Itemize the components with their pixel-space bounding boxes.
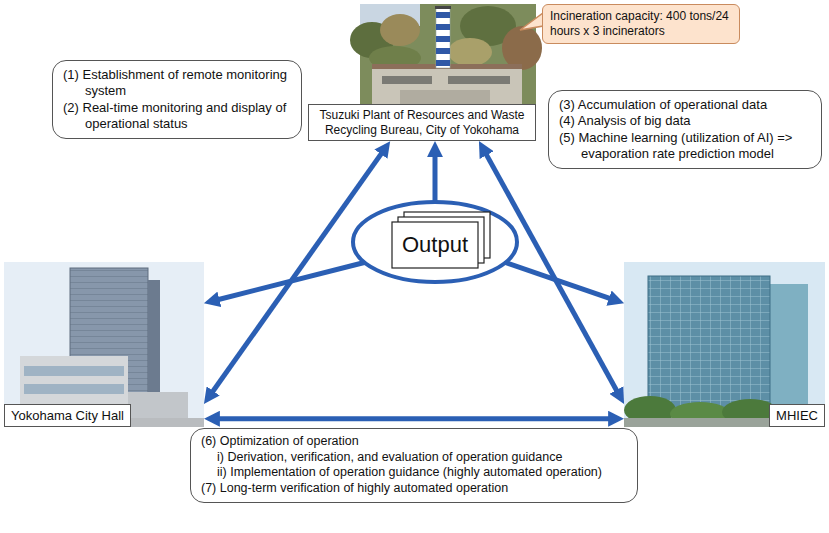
- node-text: i) Derivation, verification, and evaluat…: [217, 450, 627, 466]
- city-hall-photo: [24, 366, 124, 376]
- plant-photo: [436, 48, 450, 54]
- city-hall-photo: [4, 262, 204, 427]
- double-arrow: [483, 149, 619, 396]
- plant-photo: [436, 8, 450, 68]
- mhiec-photo: [648, 276, 770, 412]
- building-node: MHIEC: [624, 262, 825, 427]
- plant-photo: [448, 38, 492, 66]
- output-ellipse: [353, 202, 517, 282]
- node-text: (2) Real-time monitoring and display of …: [63, 100, 291, 133]
- plant-photo: [382, 76, 432, 84]
- node-text: Yokohama City Hall: [4, 404, 131, 427]
- mhiec-photo: [770, 284, 808, 412]
- plant-photo: [400, 90, 490, 104]
- plant-photo: [448, 76, 510, 84]
- plant-photo: [436, 12, 450, 18]
- arrow: [432, 150, 437, 201]
- node-text: (4) Analysis of big data: [559, 113, 811, 129]
- plant-photo: [435, 6, 451, 9]
- plant-photo: [372, 66, 522, 104]
- node-text: (5) Machine learning (utilization of AI)…: [559, 130, 811, 163]
- node-text: MHIEC: [769, 404, 825, 427]
- node-text: (3) Accumulation of operational data: [559, 97, 811, 113]
- task-box: (1) Establishment of remote monitoring s…: [52, 60, 302, 139]
- callout-box: Incineration capacity: 400 tons/24 hours…: [542, 4, 740, 44]
- paper-sheet: [392, 222, 478, 268]
- callout-tail: [520, 13, 543, 30]
- arrow: [213, 262, 366, 301]
- plant-photo: [380, 14, 420, 46]
- node-text: Incineration capacity: 400 tons/24 hours…: [550, 9, 732, 39]
- task-box: (3) Accumulation of operational data(4) …: [548, 90, 822, 169]
- node-text: ii) Implementation of operation guidance…: [217, 465, 627, 481]
- plant-photo: [436, 60, 450, 66]
- node-text: (6) Optimization of operation: [201, 434, 627, 450]
- node-text: Output: [402, 232, 468, 258]
- city-hall-photo: [24, 384, 124, 394]
- node-text: Tsuzuki Plant of Resources and Waste Rec…: [308, 104, 536, 141]
- plant-photo: [350, 4, 542, 104]
- arrow: [505, 262, 616, 300]
- city-hall-photo: [4, 262, 204, 427]
- mhiec-photo: [648, 276, 770, 412]
- plant-node: Tsuzuki Plant of Resources and Waste Rec…: [308, 4, 536, 141]
- node-text: (7) Long-term verification of highly aut…: [201, 481, 627, 497]
- double-arrow: [209, 149, 385, 397]
- plant-photo: [436, 24, 450, 30]
- city-hall-photo: [148, 280, 160, 394]
- building-node: Yokohama City Hall: [4, 262, 204, 427]
- task-box: (6) Optimization of operationi) Derivati…: [190, 428, 638, 503]
- callout-tail: [520, 13, 543, 30]
- double-arrow: [213, 416, 615, 421]
- mhiec-photo: [624, 262, 825, 427]
- plant-photo: [502, 26, 542, 70]
- output-node: Output: [350, 198, 520, 286]
- mhiec-photo: [624, 262, 825, 427]
- node-text: (1) Establishment of remote monitoring s…: [63, 67, 291, 100]
- plant-photo: [436, 36, 450, 42]
